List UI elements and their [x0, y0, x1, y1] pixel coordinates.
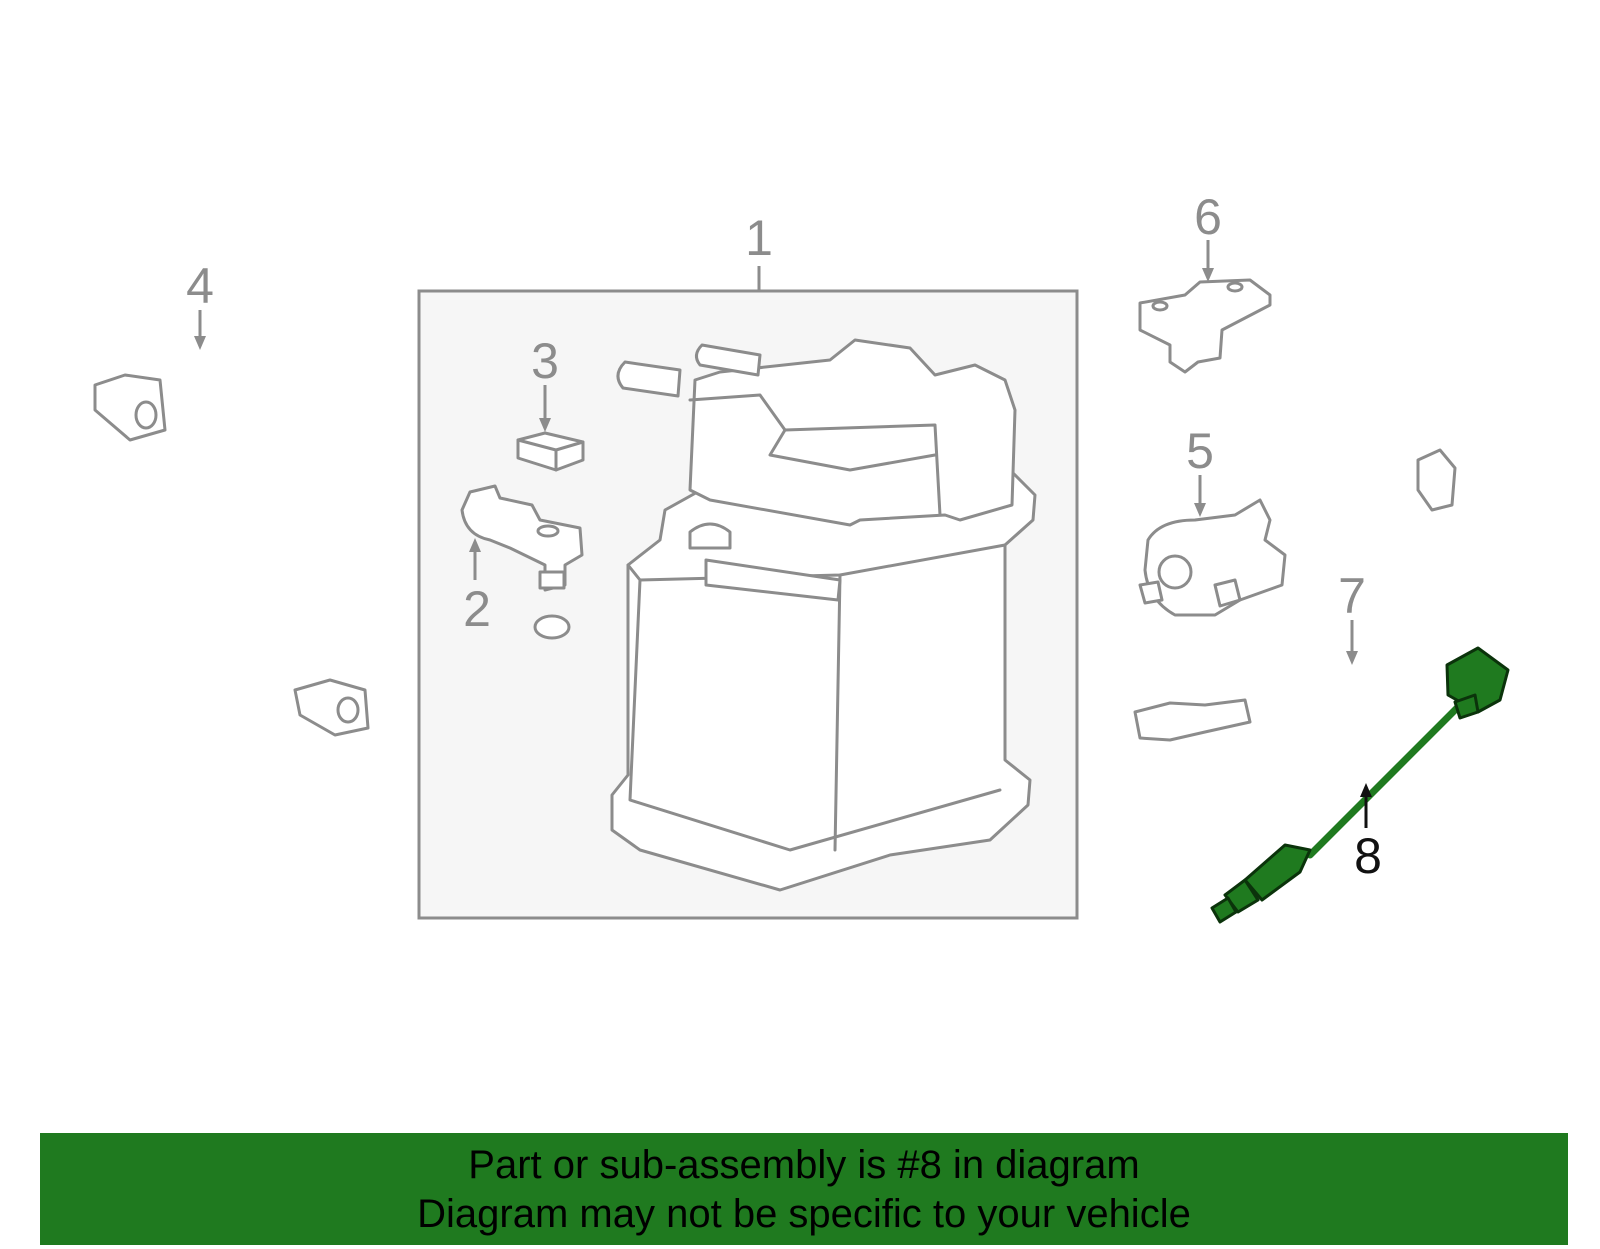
callout-5: 5	[1186, 423, 1214, 479]
callout-7: 7	[1338, 568, 1366, 624]
callout-3: 3	[531, 333, 559, 389]
part-6-sensor[interactable]	[1138, 278, 1272, 374]
callout-6: 6	[1194, 189, 1222, 245]
banner-line-2: Diagram may not be specific to your vehi…	[417, 1192, 1191, 1236]
callout-2: 2	[463, 581, 491, 637]
callout-1: 1	[745, 210, 773, 266]
part-1-evap-canister[interactable]	[610, 338, 1037, 892]
banner-line-1: Part or sub-assembly is #8 in diagram	[468, 1143, 1140, 1187]
part-2-sensor[interactable]	[460, 484, 584, 640]
part-3-seal-block[interactable]	[516, 431, 585, 472]
callout-8: 8	[1354, 828, 1382, 884]
callout-4: 4	[186, 258, 214, 314]
part-7-oxygen-sensor[interactable]	[1133, 448, 1457, 742]
part-4-vent-tube[interactable]	[93, 356, 370, 737]
part-5-purge-valve[interactable]	[1138, 498, 1287, 617]
info-banner: Part or sub-assembly is #8 in diagram Di…	[40, 1133, 1568, 1245]
part-8-oxygen-sensor-highlighted[interactable]	[1210, 646, 1510, 924]
